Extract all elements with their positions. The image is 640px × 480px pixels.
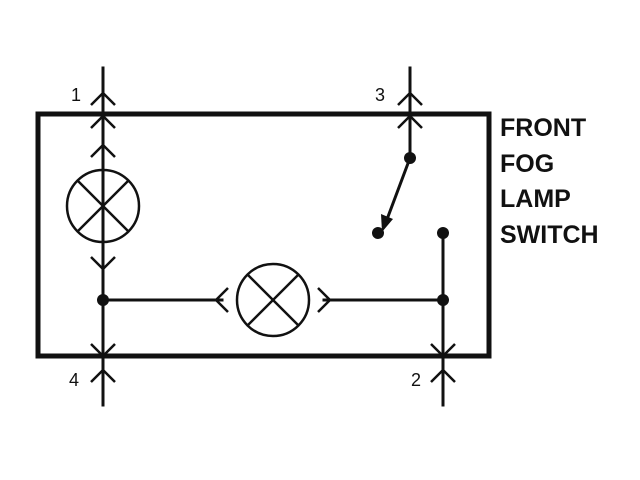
connector-icon	[397, 91, 423, 106]
lamp-icon	[65, 168, 141, 244]
switch-contact-dot	[372, 227, 384, 239]
title-line-1: FRONT	[500, 114, 586, 142]
pin-4-label: 4	[69, 370, 79, 390]
pin-2-terminal: 2	[411, 231, 456, 407]
switch-title: FRONT FOG LAMP SWITCH	[500, 114, 599, 249]
switch-icon	[372, 152, 449, 239]
connector-icon	[90, 114, 116, 129]
pin-4-terminal: 4	[69, 266, 116, 407]
junction-dot	[437, 294, 449, 306]
connector-icon	[397, 114, 423, 129]
switch-body-outline	[35, 111, 492, 359]
connector-icon	[430, 368, 456, 383]
switch-arrowhead	[381, 214, 393, 232]
pin-2-label: 2	[411, 370, 421, 390]
title-line-4: SWITCH	[500, 221, 599, 249]
title-line-2: FOG	[500, 150, 554, 178]
pin-3-terminal: 3	[375, 66, 423, 160]
lamp-icon	[235, 262, 311, 338]
connector-icon	[317, 287, 332, 313]
connector-icon	[214, 287, 229, 313]
connector-icon	[90, 343, 116, 358]
pin-1-terminal: 1	[71, 66, 116, 271]
connector-icon	[90, 91, 116, 106]
bottom-circuit-wire	[101, 287, 445, 313]
title-line-3: LAMP	[500, 185, 571, 213]
pin-3-label: 3	[375, 85, 385, 105]
connector-icon	[90, 368, 116, 383]
connector-icon	[430, 343, 456, 358]
pin-1-label: 1	[71, 85, 81, 105]
connector-icon	[90, 143, 116, 158]
